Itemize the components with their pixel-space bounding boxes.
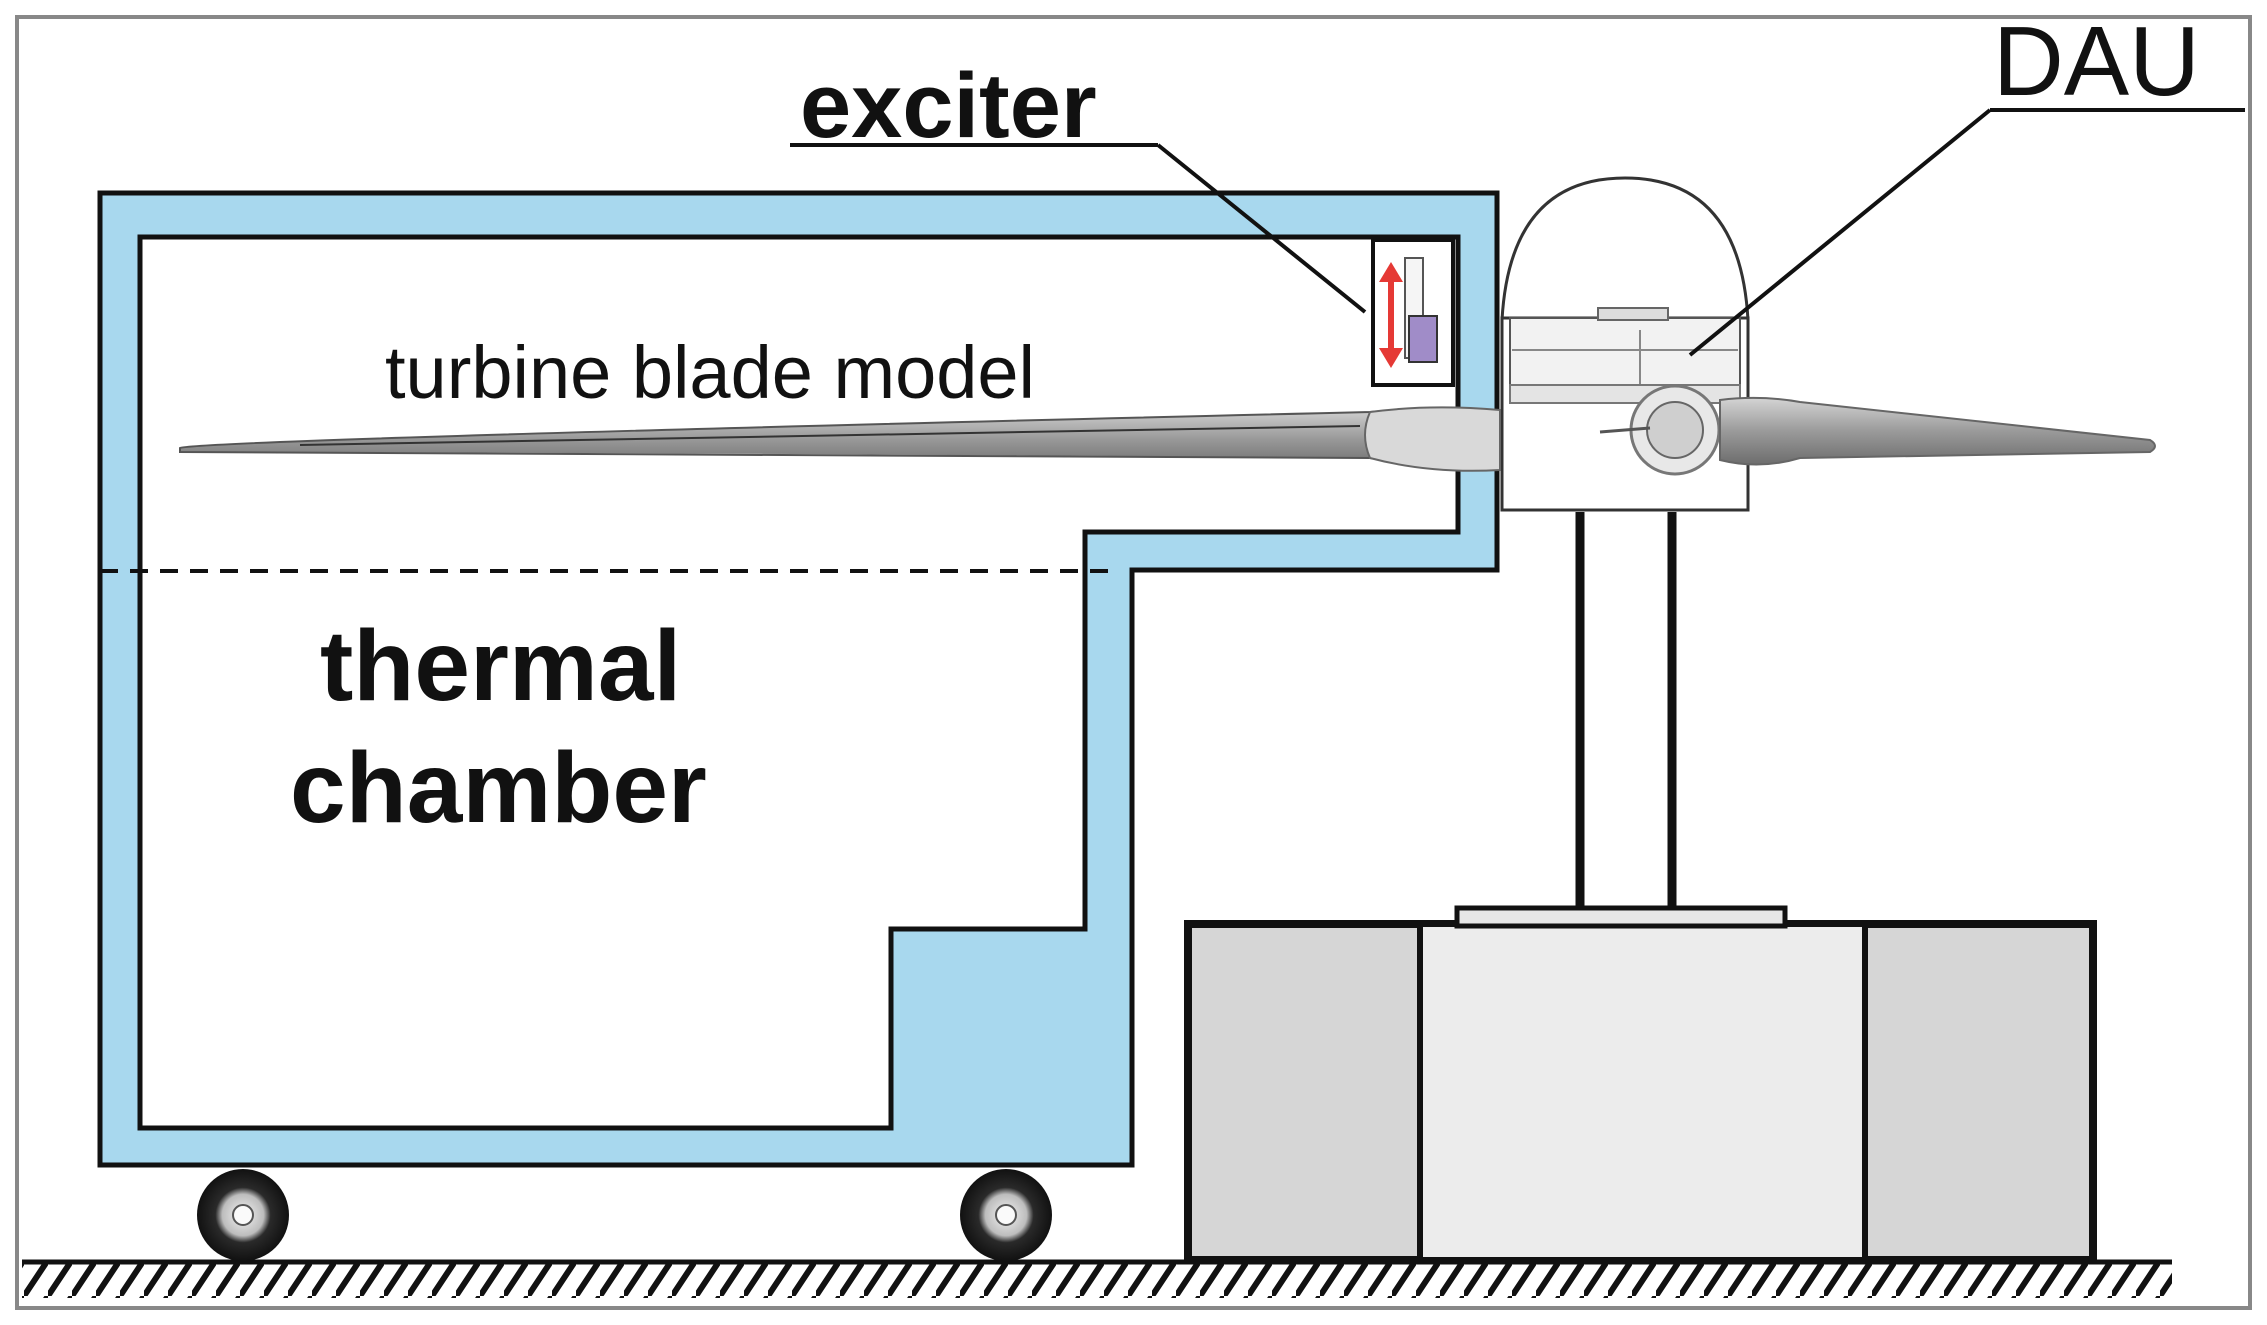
dau-label: DAU <box>1993 6 2200 116</box>
nacelle <box>1500 176 1750 512</box>
exciter-unit <box>1371 238 1455 387</box>
support-base <box>1184 905 2097 1264</box>
exciter-leader-line <box>1156 143 1367 314</box>
ground-hatch <box>22 1262 2172 1298</box>
wheel-left <box>197 1169 289 1261</box>
wheel-right <box>960 1169 1052 1261</box>
turbine-blade-right <box>1719 396 2156 466</box>
outer-frame <box>15 15 2252 1310</box>
dau-leader-line <box>1688 108 1992 357</box>
blade-label: turbine blade model <box>385 331 1035 414</box>
exciter-label: exciter <box>800 55 1097 157</box>
chamber-label-line1: thermal <box>320 610 681 722</box>
thermal-chamber-interior <box>137 234 1461 1131</box>
chamber-label-line2: chamber <box>290 732 707 844</box>
support-pylon <box>1575 512 1677 908</box>
